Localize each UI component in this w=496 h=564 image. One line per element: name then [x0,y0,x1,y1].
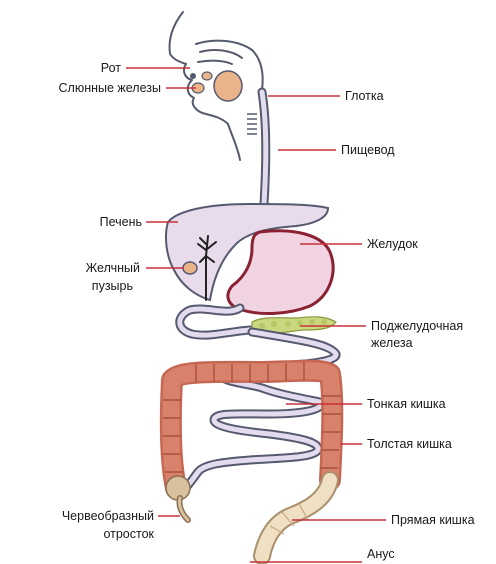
label-appendix-line2: отросток [103,527,154,541]
label-gallbladder-line2: пузырь [92,279,133,293]
label-pancreas-line1: Поджелудочная [371,319,463,333]
label-esophagus: Пищевод [341,143,395,157]
label-gallbladder-line1: Желчный [86,261,140,275]
duodenum-tube [180,308,252,335]
larynx-rings [247,114,257,134]
salivary-glands [190,72,212,93]
small-intestine-tube [184,332,336,490]
label-pharynx: Глотка [345,89,384,103]
pharynx-shape [214,71,242,101]
label-large-intestine: Толстая кишка [367,437,452,451]
rectum-tube [262,480,330,556]
label-pancreas-line2: железа [371,336,413,350]
label-anus: Анус [367,547,395,561]
label-mouth: Рот [101,61,121,75]
label-small-intestine: Тонкая кишка [367,397,446,411]
label-stomach: Желудок [367,237,418,251]
label-salivary-glands: Слюнные железы [59,81,162,95]
label-liver: Печень [100,215,142,229]
label-rectum: Прямая кишка [391,513,475,527]
gallbladder-shape [183,262,197,274]
label-appendix-line1: Червеобразный [62,509,154,523]
